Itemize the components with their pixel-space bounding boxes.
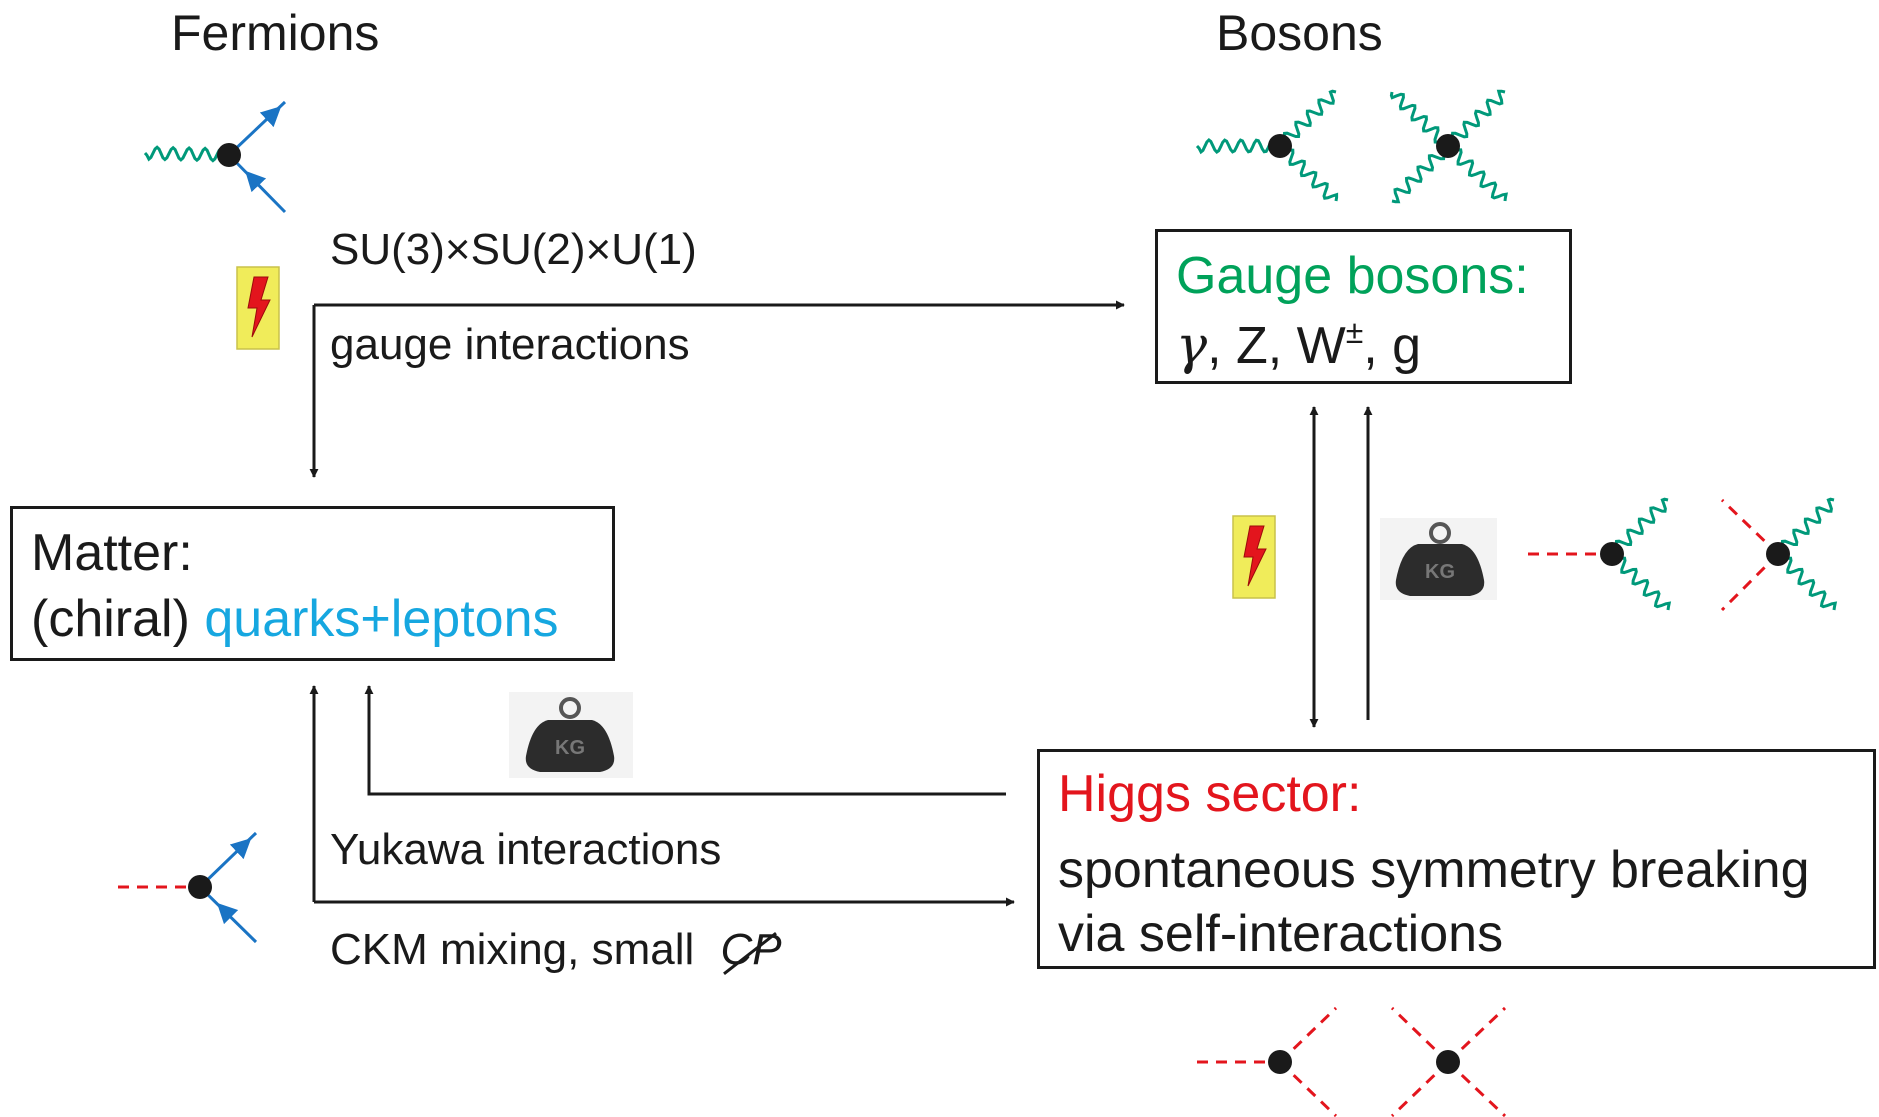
yukawa-interactions-label: Yukawa interactions (330, 825, 722, 874)
higgs-gauge-vertex-icon (1528, 497, 1672, 611)
fermions-heading: Fermions (171, 5, 380, 61)
matter-title: Matter: (31, 524, 193, 582)
gauge-interactions-label: gauge interactions (330, 320, 690, 369)
gauge-bosons-title: Gauge bosons: (1176, 247, 1529, 305)
quartic-gauge-vertex-icon (1389, 89, 1509, 204)
gauge-group-label: SU(3)×SU(2)×U(1) (330, 225, 697, 274)
quarks-leptons-text: quarks+leptons (204, 590, 559, 648)
triple-higgs-vertex-icon (1197, 1006, 1338, 1117)
higgs-sector-box: Higgs sector: spontaneous symmetry break… (1037, 749, 1876, 969)
cp-violation-symbol: CP (721, 928, 782, 975)
lightning-icon (1232, 515, 1276, 599)
yukawa-vertex-icon (118, 831, 258, 944)
gauge-bosons-rest: , Z, W (1207, 317, 1346, 375)
higgs-higgs-gauge-gauge-vertex-icon (1720, 497, 1838, 612)
higgs-sector-line1: spontaneous symmetry breaking (1058, 841, 1810, 899)
gauge-boson-line (143, 145, 231, 163)
higgs-sector-line2: via self-interactions (1058, 905, 1504, 963)
matter-content: (chiral) quarks+leptons (31, 593, 558, 645)
quartic-higgs-vertex-icon (1390, 1006, 1507, 1117)
photon-symbol: γ (1176, 316, 1208, 376)
svg-text:KG: KG (555, 737, 585, 759)
higgs-to-matter-mass-arrow (364, 685, 1006, 796)
weight-icon: KG (1380, 518, 1497, 600)
gauge-bosons-list: γ, Z, W±, g (1176, 316, 1421, 372)
matter-prefix: (chiral) (31, 590, 190, 648)
gauge-interaction-arrows (309, 300, 1125, 478)
vertex-dot (217, 143, 241, 167)
w-charge-symbol: ± (1345, 314, 1364, 350)
higgs-gauge-arrows (1309, 406, 1373, 728)
ckm-mixing-text: CKM mixing, small (330, 925, 695, 974)
bosons-heading: Bosons (1216, 5, 1383, 61)
higgs-sector-title: Higgs sector: (1058, 765, 1362, 823)
triple-gauge-vertex-icon (1195, 89, 1339, 202)
svg-text:KG: KG (1425, 561, 1455, 583)
gauge-bosons-box: Gauge bosons: γ, Z, W±, g (1155, 229, 1572, 384)
yukawa-arrows (309, 685, 1015, 907)
gluon-text: , g (1363, 317, 1422, 375)
lightning-icon (236, 266, 280, 350)
weight-icon: KG (509, 692, 633, 778)
ckm-mixing-label: CKM mixing, small CP (330, 925, 782, 975)
vertex-dot (188, 875, 212, 899)
matter-box: Matter: (chiral) quarks+leptons (10, 506, 615, 661)
fermion-gauge-vertex-icon (143, 100, 287, 214)
